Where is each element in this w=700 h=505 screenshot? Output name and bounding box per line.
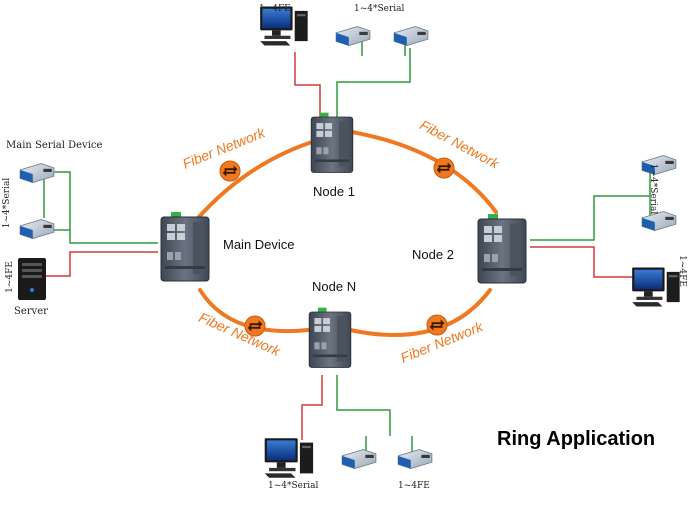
bottom-fe-label: 1~4FE <box>398 481 430 491</box>
right-serial-converter-icon <box>641 154 677 176</box>
left-serial-label: 1~4*Serial <box>2 177 13 229</box>
bottom-serial-converter-icon <box>397 448 433 470</box>
bottom-links <box>301 375 413 452</box>
diagram-title: Ring Application <box>497 428 656 450</box>
nodeN-label: Node N <box>312 279 357 294</box>
nodeN-switch-icon <box>308 307 352 368</box>
right-pc-icon <box>632 267 680 307</box>
top-serial-converter-icon <box>393 26 429 47</box>
top-links <box>294 40 411 118</box>
bottom-serial-converter-icon <box>341 448 377 470</box>
bottom-serial-label: 1~4*Serial <box>268 481 319 491</box>
right-serial-label: 1~4*Serial <box>648 163 659 215</box>
node1-label: Node 1 <box>313 184 355 199</box>
fiber-arrow-icon <box>433 157 455 179</box>
main-device-label: Main Device <box>223 237 295 252</box>
bottom-pc-icon <box>264 438 314 478</box>
server-icon <box>18 258 46 300</box>
node2-switch-icon <box>477 213 527 284</box>
fiber-arrow-icon <box>219 160 241 182</box>
main-serial-device-label: Main Serial Device <box>6 140 103 151</box>
right-serial-converter-icon <box>641 210 677 232</box>
left-serial-converter-icon <box>19 218 55 240</box>
node2-label: Node 2 <box>412 247 454 262</box>
node1-switch-icon <box>310 112 354 173</box>
right-links <box>530 168 651 278</box>
left-fe-label: 1~4FE <box>4 261 15 293</box>
server-label: Server <box>14 306 48 317</box>
left-serial-converter-icon <box>19 162 55 184</box>
main-device-switch-icon <box>160 211 210 282</box>
left-links <box>43 171 158 277</box>
fiber-link-nodeN-main <box>198 288 310 334</box>
right-fe-label: 1~4FE <box>676 255 687 287</box>
top-fe-label: 1~4FE <box>259 4 291 14</box>
top-serial-label: 1~4*Serial <box>354 4 405 14</box>
fiber-link-main-node1 <box>196 138 320 220</box>
top-serial-converter-icon <box>335 26 371 47</box>
